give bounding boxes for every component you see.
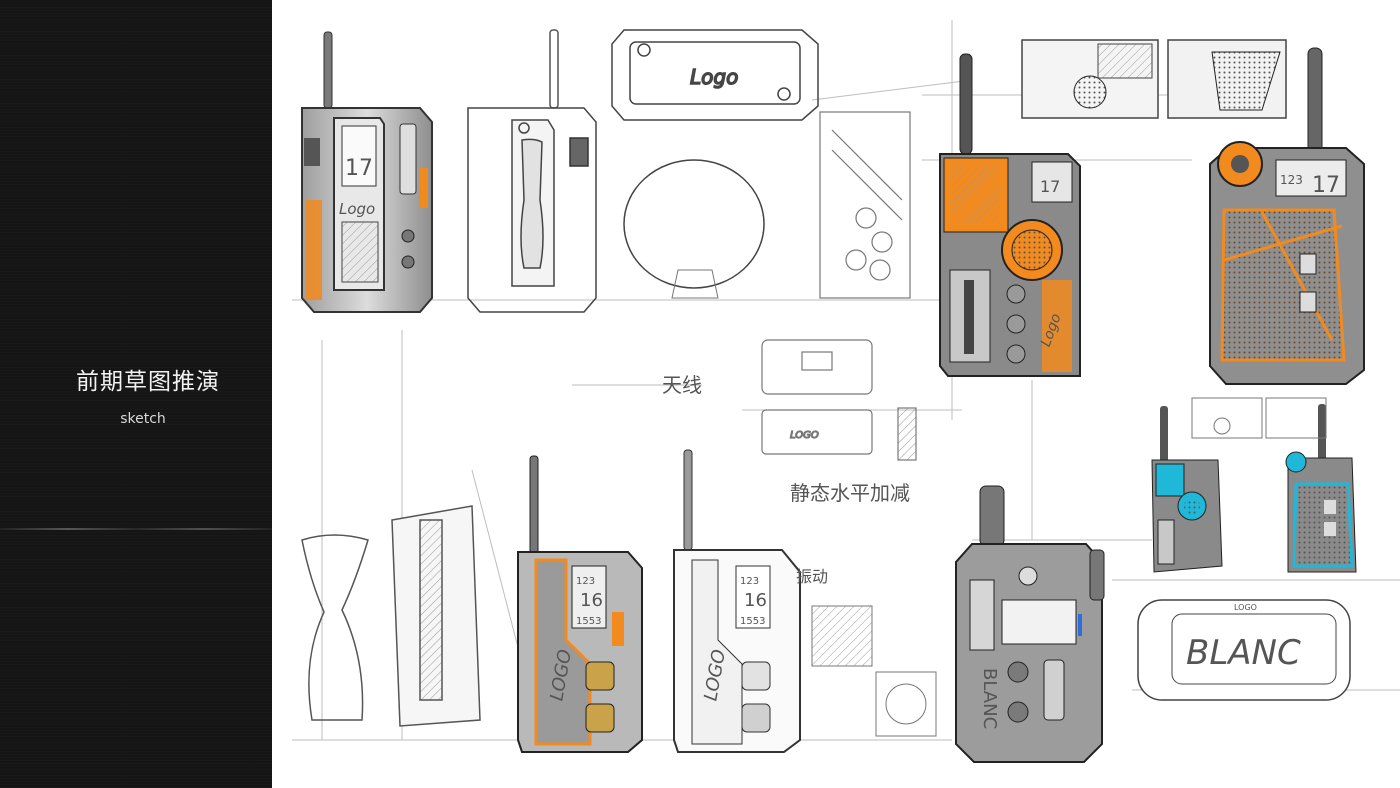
radio-sketch-back-outline	[467, 29, 597, 313]
radio-sketch-orange-large: 123 17	[1209, 47, 1365, 385]
fixed-annotation: 静态水平加减	[790, 481, 910, 505]
display-channel-text: 16	[744, 590, 767, 611]
sketch-sheet: 17 Logo Logo 天线	[272, 0, 1400, 788]
speaker-panel-sketches	[1021, 39, 1287, 119]
sidebar-texture	[0, 0, 272, 788]
display-channel-text: 17	[1040, 177, 1060, 196]
radio-sketch-front-gray: 17 Logo	[301, 31, 433, 313]
small-logo-text: LOGO	[790, 430, 819, 441]
display-channel-text: 17	[1312, 173, 1340, 198]
radio-sketch-gray-blanc: BLANC	[955, 485, 1105, 763]
display-number-text: 123	[576, 576, 595, 587]
display-number-text: 123	[740, 576, 759, 587]
activate-annotation: 振动	[796, 567, 828, 586]
small-panel-sketches	[1191, 397, 1327, 439]
display-number-text: 123	[1280, 173, 1303, 187]
perspective-box-sketch	[819, 111, 911, 299]
logo-text: Logo	[339, 200, 375, 218]
sidebar-crease-line	[0, 528, 272, 530]
vase-shape-sketch	[301, 505, 481, 727]
side-brand-text: BLANC	[979, 668, 1000, 729]
radio-sketch-outline-bottom: 123 16 1553 LOGO	[673, 449, 801, 753]
lid-logo-word: LOGO	[1234, 603, 1257, 612]
radio-sketch-silver-orange: 123 16 1553 LOGO	[517, 455, 643, 753]
radio-top-view-small: LOGO	[761, 339, 917, 461]
hatched-box-sketches	[811, 605, 937, 737]
radio-top-lid-sketch: Logo	[611, 29, 819, 121]
section-subtitle: sketch	[120, 411, 166, 427]
sidebar-panel: 前期草图推演 sketch	[0, 0, 272, 788]
antenna-annotation: 天线	[662, 373, 702, 397]
lid-logo-text: Logo	[690, 65, 738, 89]
section-title: 前期草图推演	[76, 369, 220, 395]
radio-sketch-orange-front: 17 Logo	[939, 53, 1081, 377]
oval-concept-sketch	[623, 159, 765, 299]
display-freq-text: 1553	[740, 616, 765, 627]
display-channel-text: 17	[345, 156, 373, 181]
brand-label-text: BLANC	[1186, 633, 1301, 673]
radio-sketch-cyan-small	[1151, 404, 1357, 573]
blanc-label-sketch: BLANC LOGO	[1137, 599, 1351, 701]
display-channel-text: 16	[580, 590, 603, 611]
display-freq-text: 1553	[576, 616, 601, 627]
